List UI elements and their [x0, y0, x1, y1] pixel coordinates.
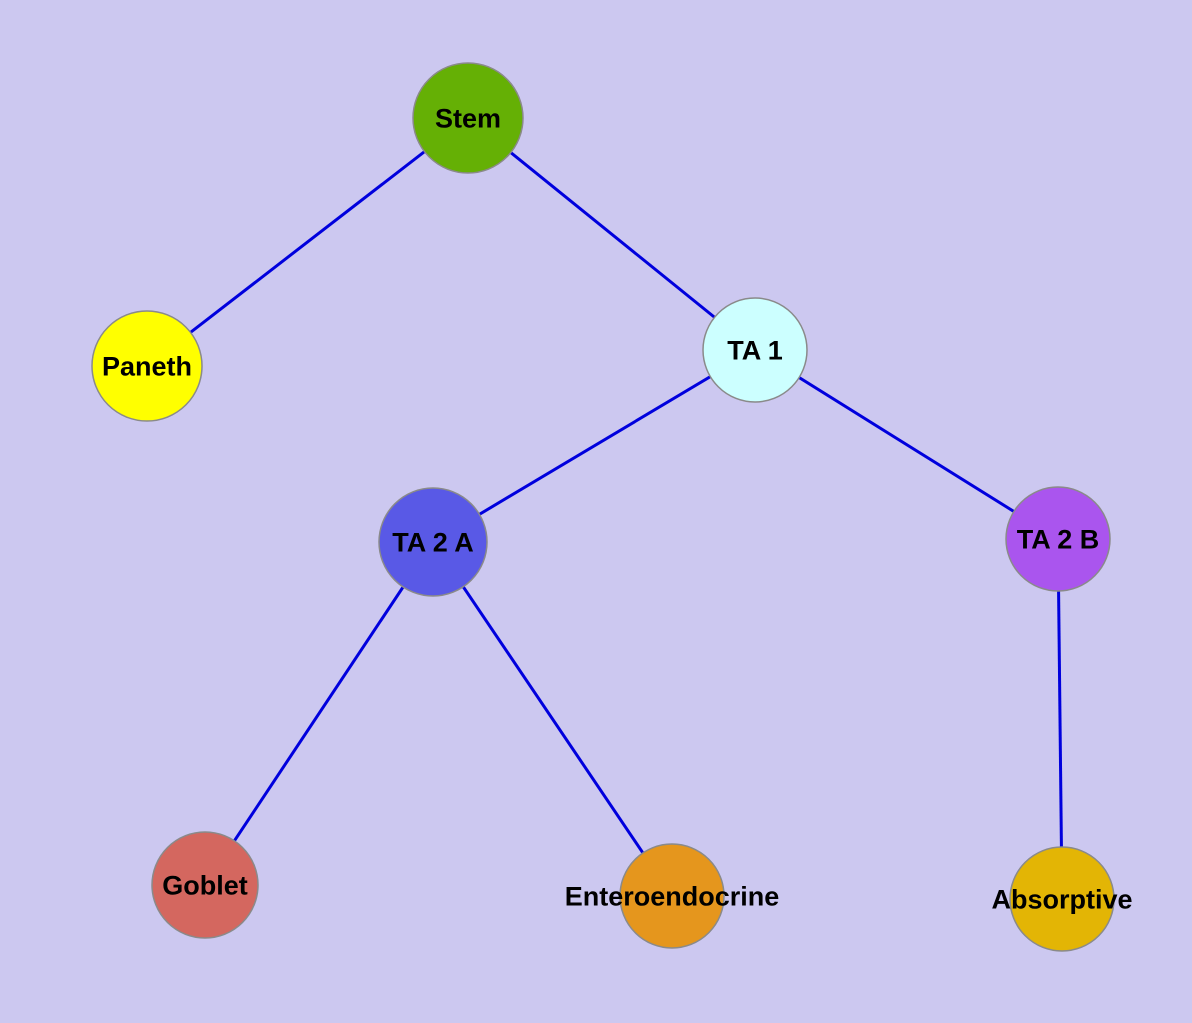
- node-circle-ta2a[interactable]: [378, 487, 488, 597]
- node-circle-paneth[interactable]: [91, 310, 203, 422]
- node-circle-goblet[interactable]: [151, 831, 259, 939]
- node-circle-enteroendocrine[interactable]: [619, 843, 725, 949]
- edge-ta1-ta2b: [754, 348, 1059, 541]
- node-circle-ta2b[interactable]: [1005, 486, 1111, 592]
- edge-stem-paneth: [146, 116, 469, 368]
- node-circle-stem[interactable]: [412, 62, 524, 174]
- node-circle-absorptive[interactable]: [1009, 846, 1115, 952]
- edge-ta2a-enteroendocrine: [431, 541, 674, 897]
- node-ta2a[interactable]: TA 2 A: [378, 487, 488, 597]
- edge-ta2a-goblet: [203, 541, 435, 886]
- node-ta2b[interactable]: TA 2 B: [1005, 486, 1111, 592]
- node-stem[interactable]: Stem: [412, 62, 524, 174]
- node-paneth[interactable]: Paneth: [91, 310, 203, 422]
- edge-ta1-ta2a: [432, 348, 756, 544]
- node-circle-ta1[interactable]: [702, 297, 808, 403]
- edge-stem-ta1: [467, 116, 756, 352]
- node-ta1[interactable]: TA 1: [702, 297, 808, 403]
- edge-ta2b-absorptive: [1056, 538, 1064, 900]
- node-goblet[interactable]: Goblet: [151, 831, 259, 939]
